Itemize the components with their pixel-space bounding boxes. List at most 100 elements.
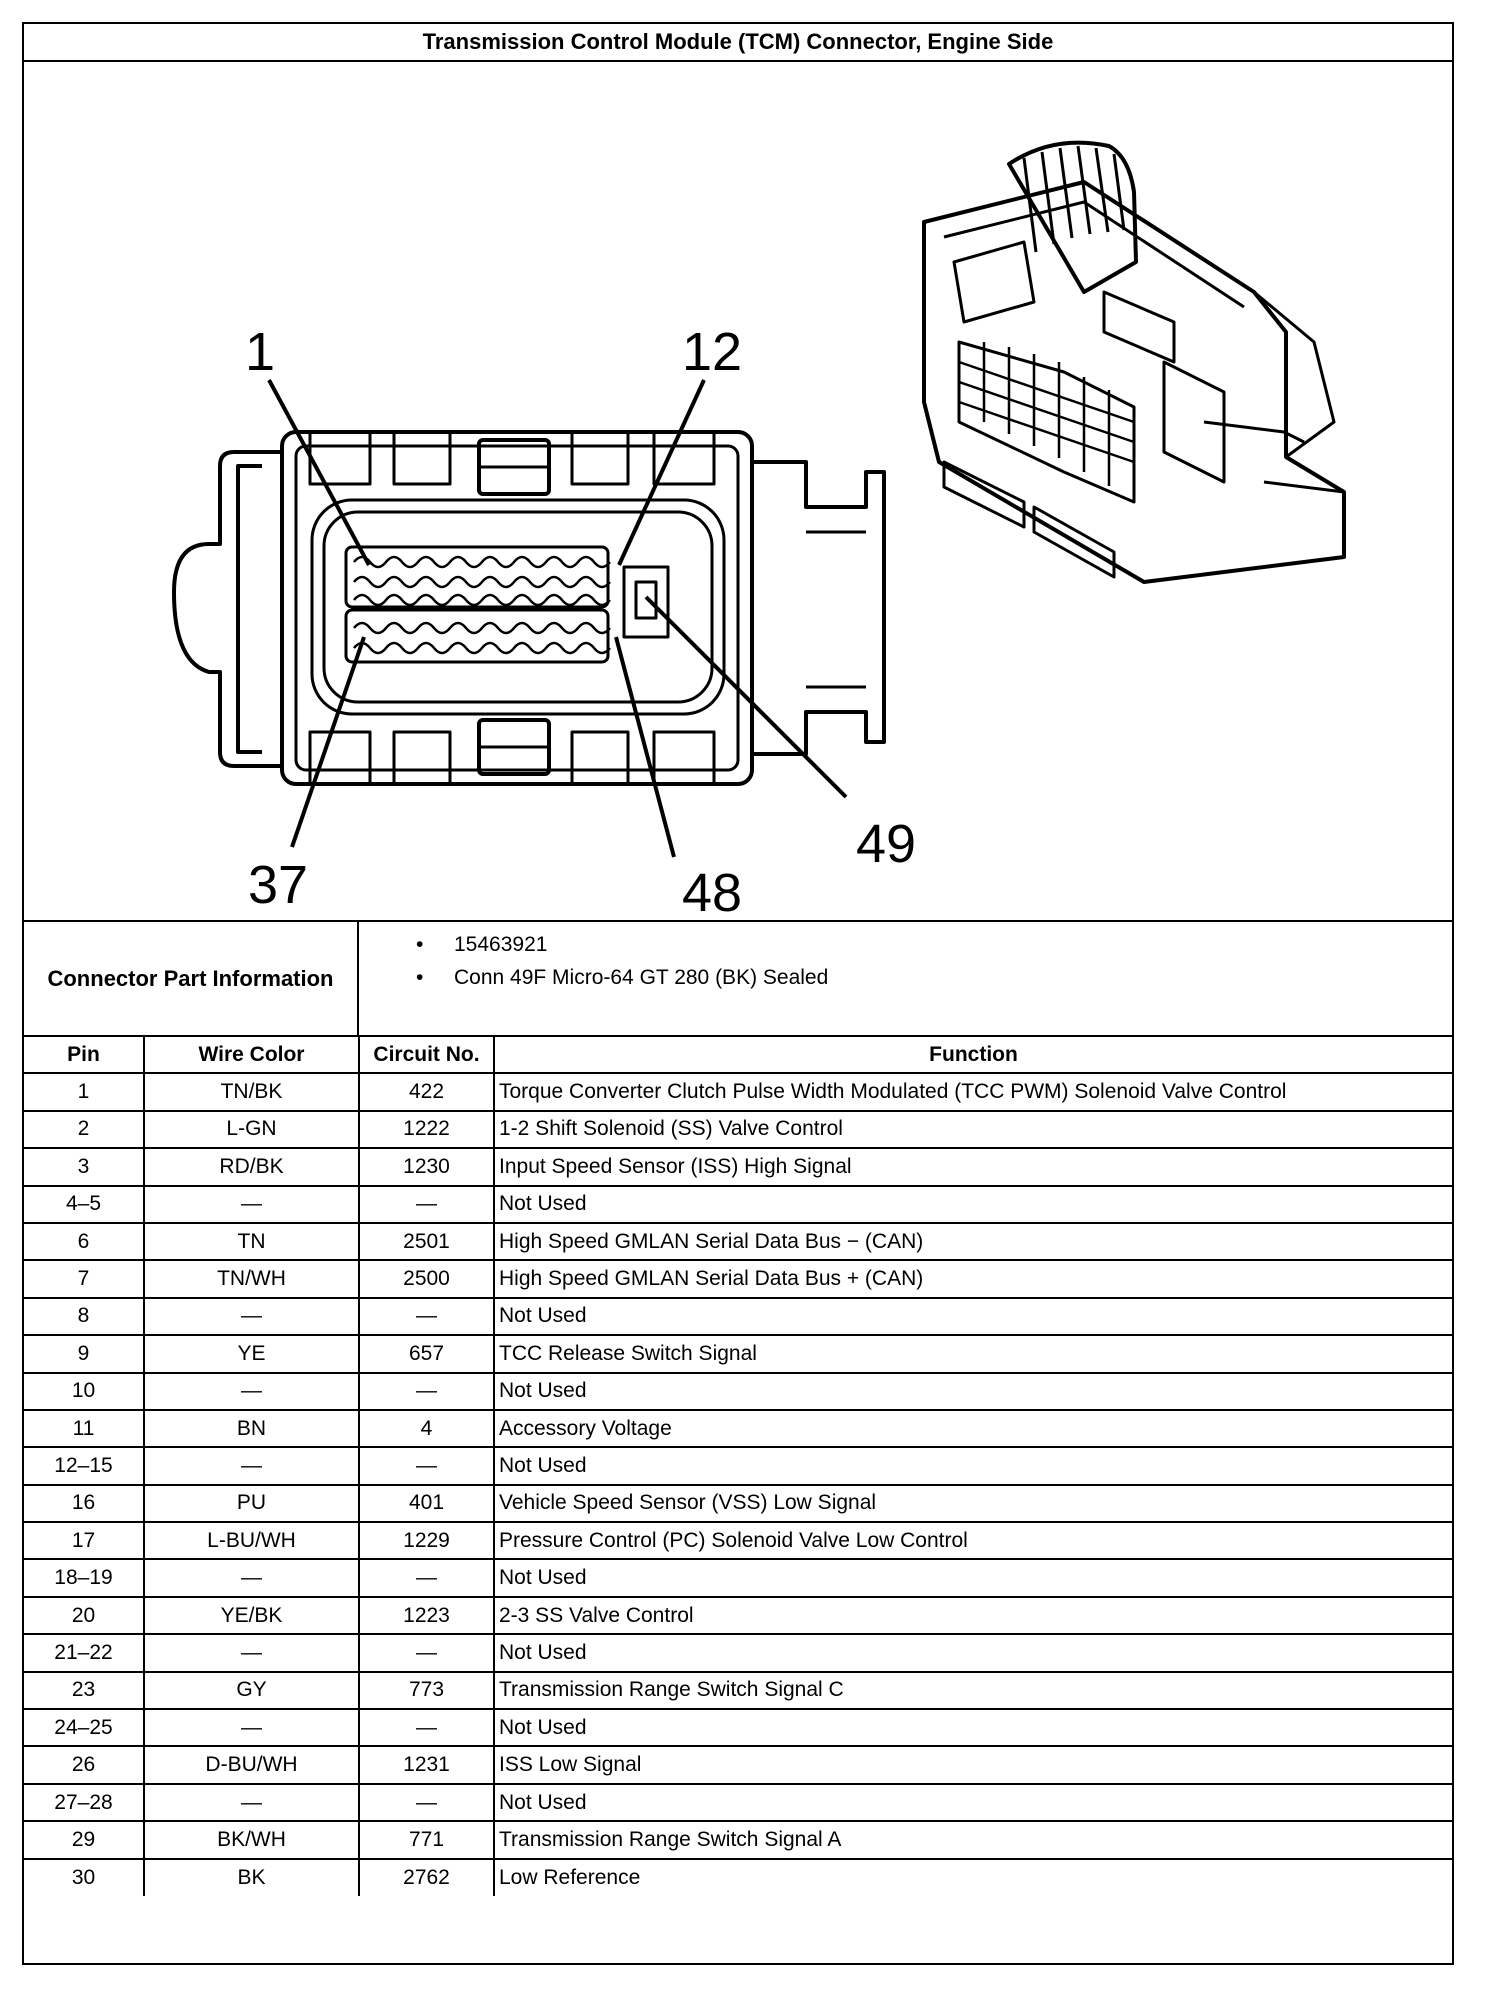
- table-header-row: Pin Wire Color Circuit No. Function: [24, 1034, 1452, 1075]
- cell-function: Not Used: [493, 1633, 1452, 1673]
- cell-circuit-no: —: [358, 1296, 495, 1337]
- table-row: 27–28——Not Used: [24, 1782, 1452, 1823]
- connector-info-item: •Conn 49F Micro-64 GT 280 (BK) Sealed: [359, 961, 828, 994]
- cell-pin: 24–25: [24, 1708, 145, 1748]
- cell-pin: 17: [24, 1521, 145, 1561]
- cell-function: 1-2 Shift Solenoid (SS) Valve Control: [493, 1109, 1452, 1150]
- cell-function: ISS Low Signal: [493, 1745, 1452, 1785]
- cell-function: Low Reference: [493, 1857, 1452, 1896]
- connector-info-item: •15463921: [359, 928, 828, 961]
- cell-wire-color: —: [143, 1633, 360, 1673]
- cell-wire-color: PU: [143, 1483, 360, 1524]
- pinout-sheet: Transmission Control Module (TCM) Connec…: [22, 22, 1454, 1965]
- cell-pin: 10: [24, 1371, 145, 1411]
- cell-pin: 27–28: [24, 1782, 145, 1823]
- cell-circuit-no: —: [358, 1184, 495, 1224]
- cell-wire-color: TN: [143, 1221, 360, 1262]
- cell-function: 2-3 SS Valve Control: [493, 1595, 1452, 1636]
- connector-description: Conn 49F Micro-64 GT 280 (BK) Sealed: [454, 966, 829, 989]
- cell-pin: 2: [24, 1109, 145, 1150]
- cell-function: Not Used: [493, 1782, 1452, 1823]
- cell-wire-color: D-BU/WH: [143, 1745, 360, 1785]
- cell-circuit-no: 657: [358, 1334, 495, 1374]
- cell-circuit-no: 1222: [358, 1109, 495, 1150]
- cell-pin: 3: [24, 1147, 145, 1187]
- callout-pin-49: 49: [856, 814, 916, 874]
- cell-wire-color: —: [143, 1446, 360, 1486]
- callout-pin-37: 37: [248, 855, 308, 915]
- cell-function: Not Used: [493, 1446, 1452, 1486]
- cell-function: Transmission Range Switch Signal A: [493, 1820, 1452, 1860]
- cell-function: Pressure Control (PC) Solenoid Valve Low…: [493, 1521, 1452, 1561]
- cell-circuit-no: 2762: [358, 1857, 495, 1896]
- cell-pin: 20: [24, 1595, 145, 1636]
- cell-circuit-no: —: [358, 1633, 495, 1673]
- cell-function: High Speed GMLAN Serial Data Bus − (CAN): [493, 1221, 1452, 1262]
- cell-function: Vehicle Speed Sensor (VSS) Low Signal: [493, 1483, 1452, 1524]
- cell-circuit-no: —: [358, 1708, 495, 1748]
- cell-circuit-no: 1223: [358, 1595, 495, 1636]
- cell-function: High Speed GMLAN Serial Data Bus + (CAN): [493, 1259, 1452, 1299]
- cell-wire-color: —: [143, 1296, 360, 1337]
- sheet-title: Transmission Control Module (TCM) Connec…: [24, 24, 1452, 62]
- cell-pin: 8: [24, 1296, 145, 1337]
- table-row: 10——Not Used: [24, 1371, 1452, 1411]
- cell-function: Not Used: [493, 1708, 1452, 1748]
- connector-isometric-view: [922, 140, 1346, 584]
- cell-wire-color: —: [143, 1708, 360, 1748]
- cell-circuit-no: 1230: [358, 1147, 495, 1187]
- table-row: 18–19——Not Used: [24, 1558, 1452, 1598]
- cell-pin: 26: [24, 1745, 145, 1785]
- cell-function: Not Used: [493, 1558, 1452, 1598]
- table-row: 24–25——Not Used: [24, 1708, 1452, 1748]
- cell-circuit-no: 771: [358, 1820, 495, 1860]
- cell-wire-color: BK/WH: [143, 1820, 360, 1860]
- table-row: 4–5——Not Used: [24, 1184, 1452, 1224]
- cell-circuit-no: —: [358, 1782, 495, 1823]
- cell-circuit-no: 1229: [358, 1521, 495, 1561]
- header-wire-color: Wire Color: [143, 1034, 360, 1075]
- header-circuit-no: Circuit No.: [358, 1034, 495, 1075]
- cell-wire-color: BK: [143, 1857, 360, 1896]
- cell-function: Not Used: [493, 1184, 1452, 1224]
- table-row: 21–22——Not Used: [24, 1633, 1452, 1673]
- connector-info-label: Connector Part Information: [24, 922, 359, 1035]
- cell-circuit-no: 401: [358, 1483, 495, 1524]
- connector-part-info: Connector Part Information •15463921 •Co…: [24, 920, 1452, 1037]
- cell-wire-color: —: [143, 1558, 360, 1598]
- connector-front-view: [172, 430, 886, 786]
- header-pin: Pin: [24, 1034, 145, 1075]
- callout-pin-48: 48: [682, 863, 742, 920]
- cell-circuit-no: —: [358, 1558, 495, 1598]
- cell-pin: 1: [24, 1072, 145, 1112]
- cell-function: Input Speed Sensor (ISS) High Signal: [493, 1147, 1452, 1187]
- connector-illustration: 1 12 37 48 49: [172, 140, 1346, 920]
- cell-circuit-no: 4: [358, 1408, 495, 1449]
- cell-pin: 18–19: [24, 1558, 145, 1598]
- cell-pin: 23: [24, 1670, 145, 1711]
- cell-wire-color: YE/BK: [143, 1595, 360, 1636]
- cell-pin: 30: [24, 1857, 145, 1896]
- cell-wire-color: L-BU/WH: [143, 1521, 360, 1561]
- cell-pin: 16: [24, 1483, 145, 1524]
- connector-info-list: •15463921 •Conn 49F Micro-64 GT 280 (BK)…: [359, 928, 828, 994]
- cell-function: Accessory Voltage: [493, 1408, 1452, 1449]
- cell-wire-color: —: [143, 1782, 360, 1823]
- table-row: 12–15——Not Used: [24, 1446, 1452, 1486]
- cell-wire-color: YE: [143, 1334, 360, 1374]
- cell-pin: 29: [24, 1820, 145, 1860]
- cell-circuit-no: 773: [358, 1670, 495, 1711]
- cell-function: TCC Release Switch Signal: [493, 1334, 1452, 1374]
- cell-function: Torque Converter Clutch Pulse Width Modu…: [493, 1072, 1452, 1112]
- callout-pin-12: 12: [682, 322, 742, 382]
